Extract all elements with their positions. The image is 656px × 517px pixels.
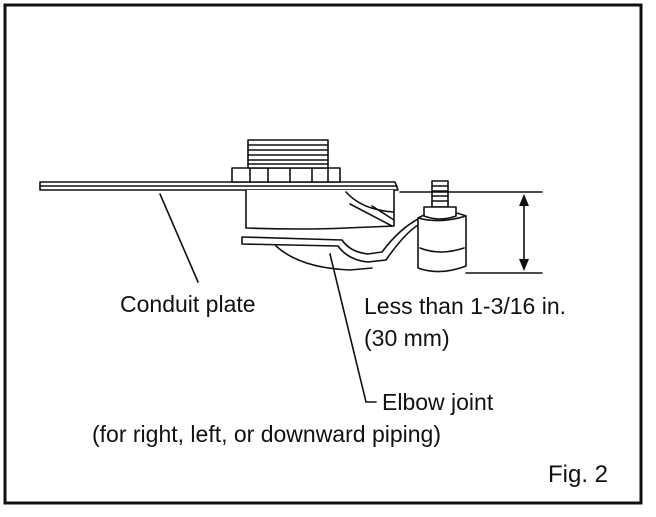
elbow-joint-label: Elbow joint — [382, 389, 494, 415]
elbow-diagonal — [349, 203, 393, 227]
hex-nut — [231, 167, 341, 183]
figure-frame — [3, 3, 643, 505]
figure-number: Fig. 2 — [548, 461, 608, 488]
pipe-fitting — [417, 210, 467, 273]
conduit-plate-label: Conduit plate — [120, 291, 256, 317]
dimension-arrow-down — [519, 259, 529, 271]
elbow-body — [245, 189, 395, 230]
elbow-leader-line — [329, 253, 377, 403]
elbow-joint-sublabel: (for right, left, or downward piping) — [92, 421, 441, 447]
elbow-bottom — [275, 245, 373, 271]
elbow-inner-curve — [345, 191, 395, 213]
elbow-diagonal-2 — [371, 205, 395, 221]
threaded-fitting — [247, 139, 329, 169]
dimension-label-line1: Less than 1-3/16 in. — [364, 293, 566, 319]
dimension-label-line2: (30 mm) — [364, 325, 450, 351]
dimension-arrow-up — [519, 194, 529, 206]
conduit-leader-line — [159, 193, 199, 283]
bolt — [423, 180, 457, 220]
